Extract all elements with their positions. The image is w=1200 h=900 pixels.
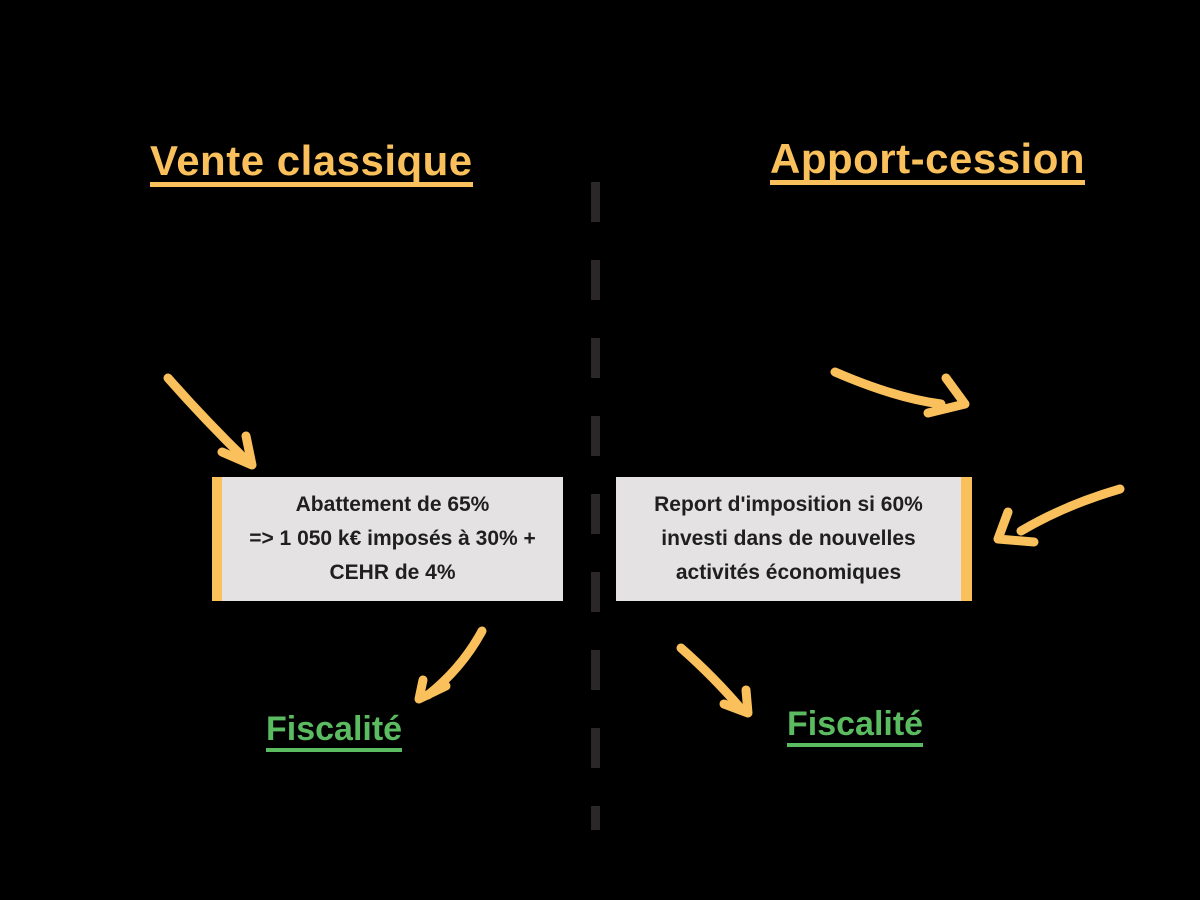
left-box-line-1: Abattement de 65% [295, 493, 490, 516]
right-box-line-3: activités économiques [675, 561, 902, 584]
right-info-box: Report d'imposition si 60% investi dans … [616, 477, 972, 601]
arrow-down-left-to-right-box-icon [993, 484, 1125, 547]
left-fiscalite-label: Fiscalité [266, 712, 403, 752]
right-box-line-2: investi dans de nouvelles [661, 527, 916, 550]
left-box-line-2: => 1 050 k€ imposés à 30% + [249, 527, 536, 550]
right-fiscalite-label: Fiscalité [787, 707, 924, 747]
arrow-down-right-to-right-fiscalite-icon [676, 643, 753, 718]
arrow-down-left-to-left-fiscalite-icon [414, 626, 487, 704]
left-info-box: Abattement de 65% => 1 050 k€ imposés à … [212, 477, 563, 601]
right-column-title: Apport-cession [770, 138, 1086, 185]
arrow-down-right-to-left-box-icon [163, 373, 257, 470]
right-box-line-1: Report d'imposition si 60% [654, 493, 923, 516]
left-box-line-3: CEHR de 4% [329, 561, 456, 584]
left-column-title: Vente classique [150, 140, 473, 187]
dashed-vertical-divider [591, 182, 600, 830]
arrow-right-toward-divider-icon [830, 367, 970, 418]
